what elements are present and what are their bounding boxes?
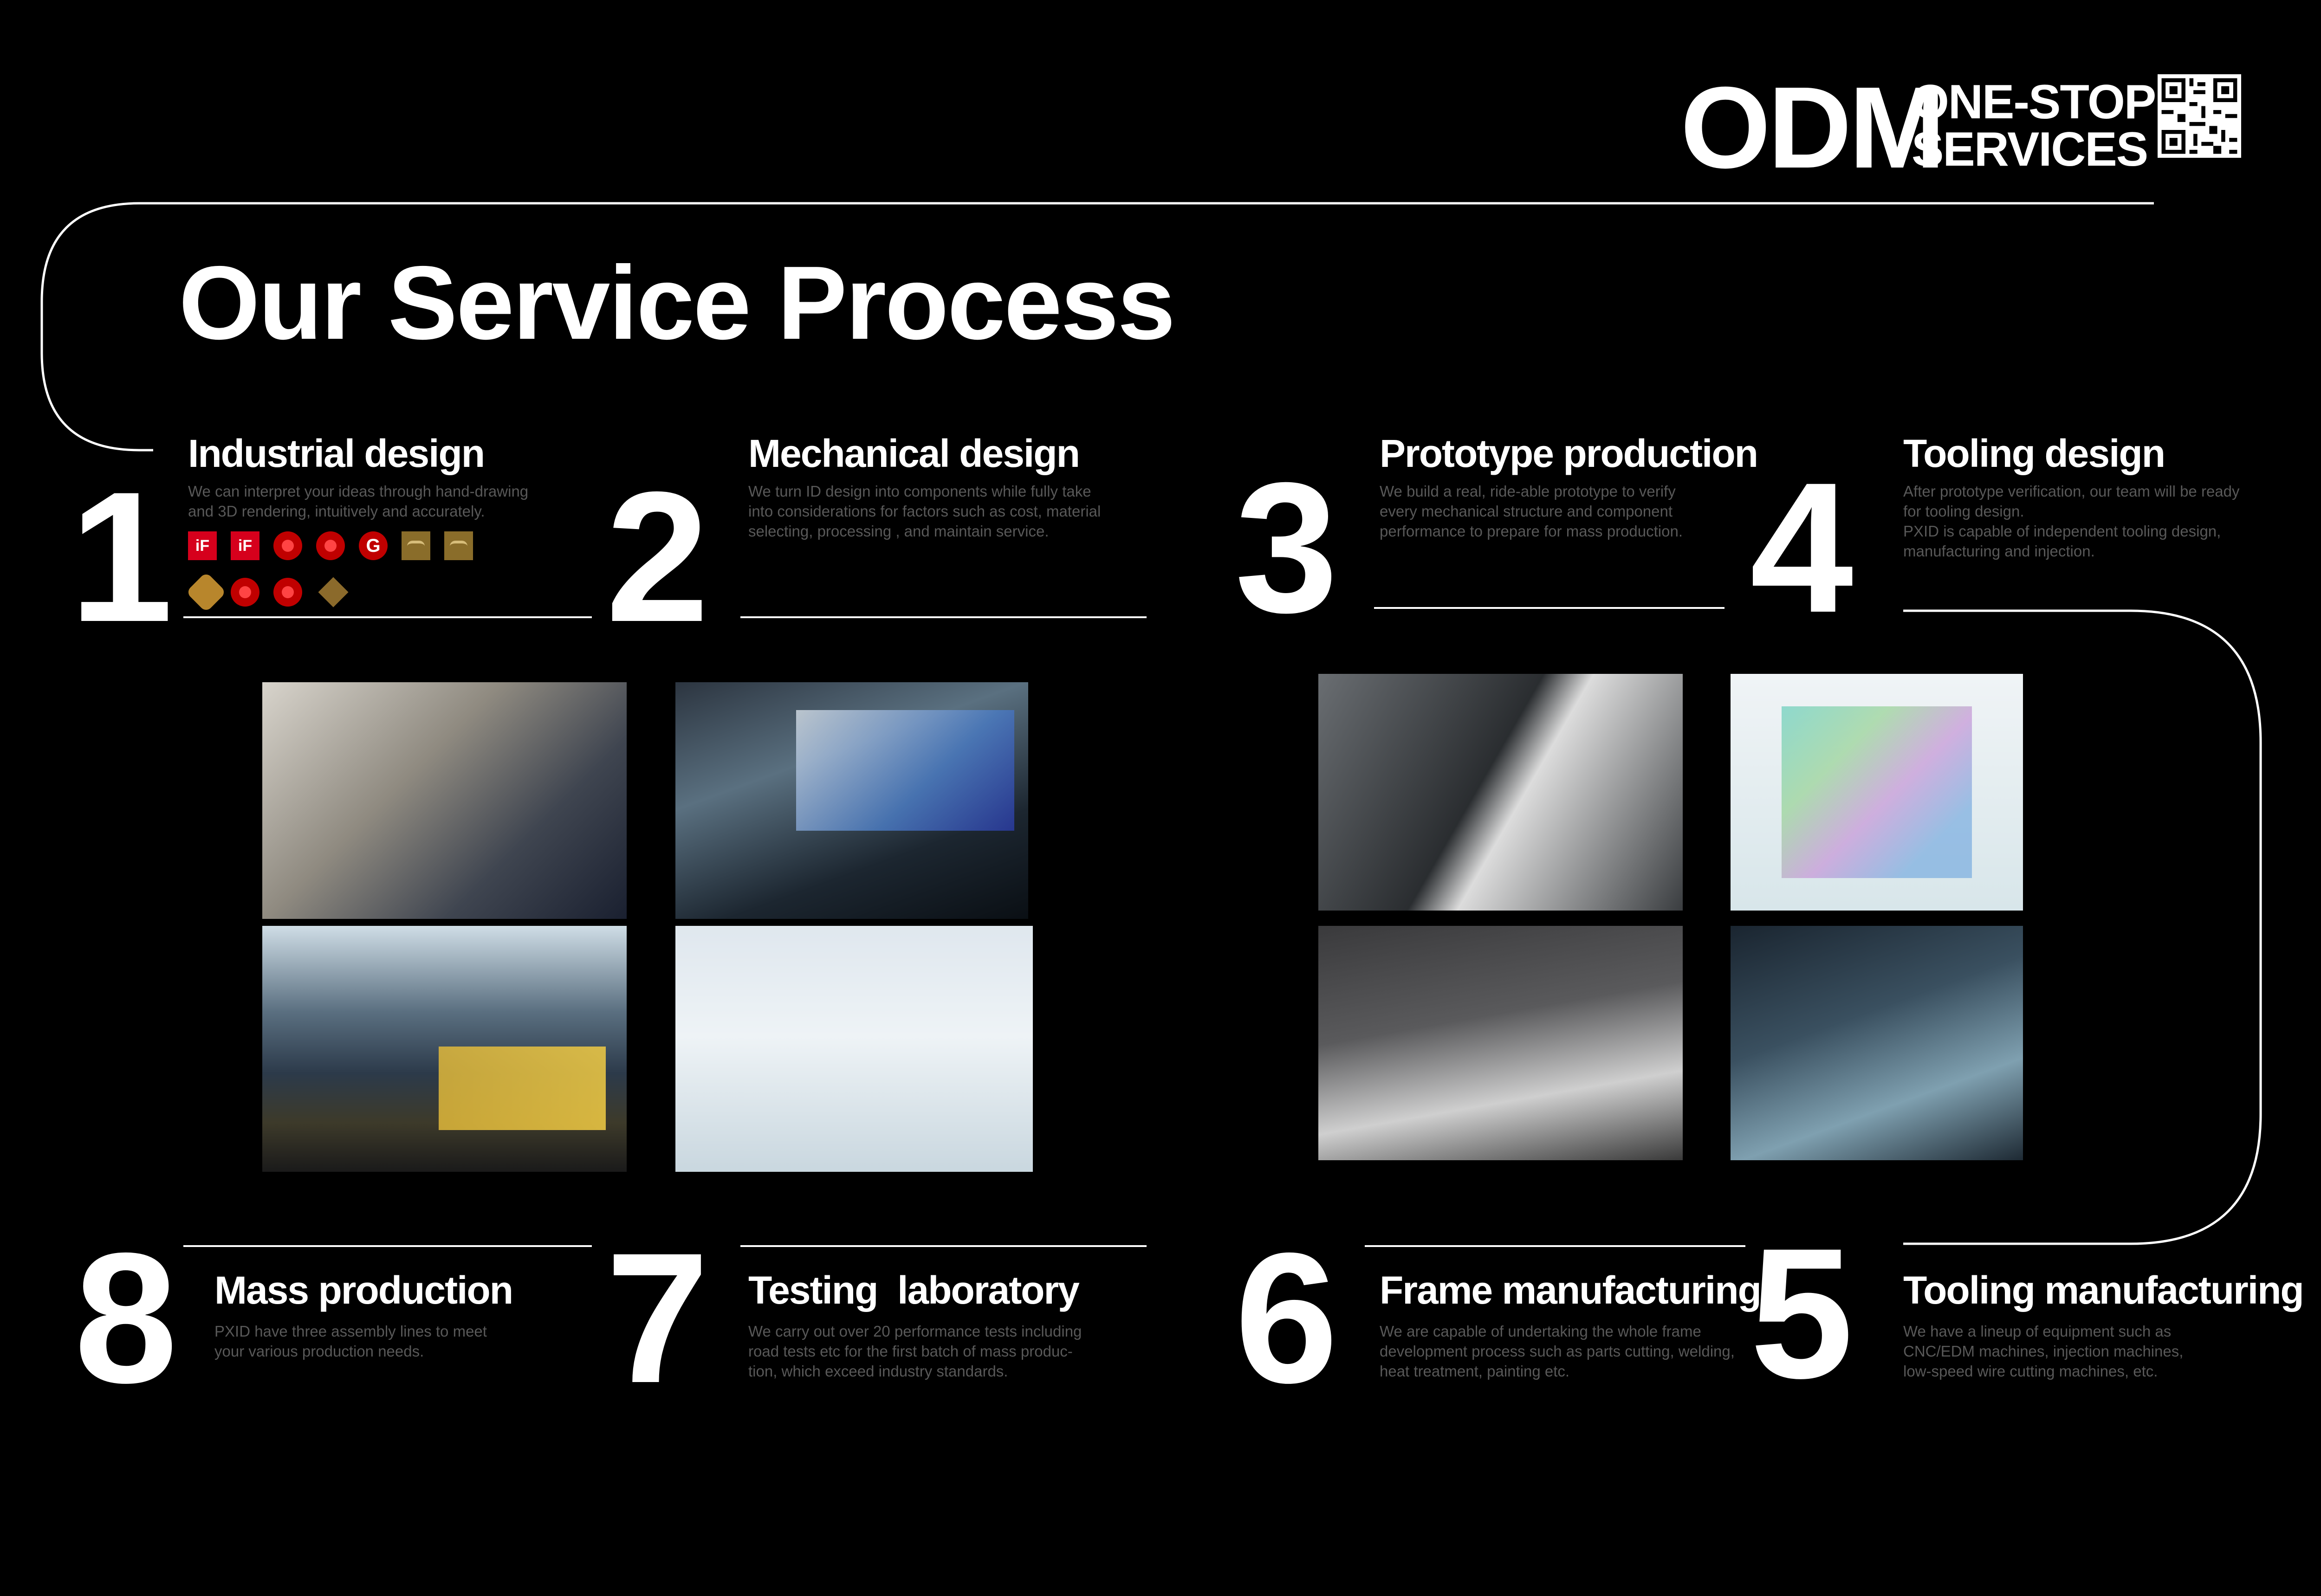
red-dot-award-icon — [273, 578, 302, 607]
prototype-bike-photo — [1318, 674, 1683, 911]
good-design-award-icon: G — [359, 531, 388, 560]
step-7-number: 7 — [606, 1214, 709, 1422]
golden-pin-award-icon — [444, 531, 473, 560]
services-line: SERVICES — [1912, 122, 2148, 176]
red-dot-award-icon — [316, 531, 345, 560]
step-6-number: 6 — [1235, 1214, 1338, 1422]
step-2-number: 2 — [606, 453, 709, 660]
step-5-number: 5 — [1750, 1209, 1853, 1417]
step-4-heading: Tooling design — [1903, 432, 2165, 475]
one-stop-line: ONE-STOP — [1912, 75, 2156, 129]
if-award-icon: iF — [188, 531, 217, 560]
if-award-icon: iF — [231, 531, 259, 560]
step-1-description: We can interpret your ideas through hand… — [188, 483, 529, 520]
page-title: Our Service Process — [179, 244, 1175, 361]
diamond-award-icon — [318, 577, 349, 607]
step-7-heading: Testing laboratory — [748, 1268, 1080, 1312]
cad-design-photo — [675, 682, 1028, 919]
frame-manufacturing-photo — [1318, 926, 1683, 1160]
step-1-number: 1 — [70, 453, 173, 660]
step-5-heading: Tooling manufacturing — [1903, 1268, 2304, 1312]
odm-logo-text: ODM — [1680, 63, 1945, 192]
red-dot-award-icon — [231, 578, 259, 607]
step-4-number: 4 — [1750, 444, 1853, 651]
step-7-description: We carry out over 20 performance tests i… — [748, 1323, 1082, 1380]
red-dot-award-icon — [273, 531, 302, 560]
step-6-description: We are capable of undertaking the whole … — [1380, 1323, 1735, 1380]
step-4-description: After prototype verification, our team w… — [1903, 483, 2240, 560]
step-1-heading: Industrial design — [188, 432, 485, 475]
step-8-heading: Mass production — [214, 1268, 513, 1312]
step-3-description: We build a real, ride-able prototype to … — [1380, 483, 1683, 540]
designer-sketching-photo — [262, 682, 627, 919]
step-2-heading: Mechanical design — [748, 432, 1080, 475]
cnc-machining-photo — [1731, 926, 2023, 1160]
mold-design-render — [1731, 674, 2023, 911]
one-stop-services-text: ONE-STOP SERVICES — [1912, 75, 2156, 176]
step-8-description: PXID have three assembly lines to meet y… — [214, 1323, 487, 1360]
qr-code-icon — [2158, 74, 2241, 158]
step-5-description: We have a lineup of equipment such as CN… — [1903, 1323, 2184, 1380]
step-6-heading: Frame manufacturing — [1380, 1268, 1762, 1312]
awards-row: iF iF G — [186, 531, 513, 613]
testing-lab-photo — [675, 926, 1033, 1172]
golden-pin-award-icon — [402, 531, 430, 560]
step-2-description: We turn ID design into components while … — [748, 483, 1101, 540]
step-8-number: 8 — [74, 1214, 177, 1422]
step-3-number: 3 — [1235, 444, 1338, 651]
assembly-line-photo — [262, 926, 627, 1172]
step-3-heading: Prototype production — [1380, 432, 1758, 475]
hexagon-award-icon — [186, 572, 227, 613]
